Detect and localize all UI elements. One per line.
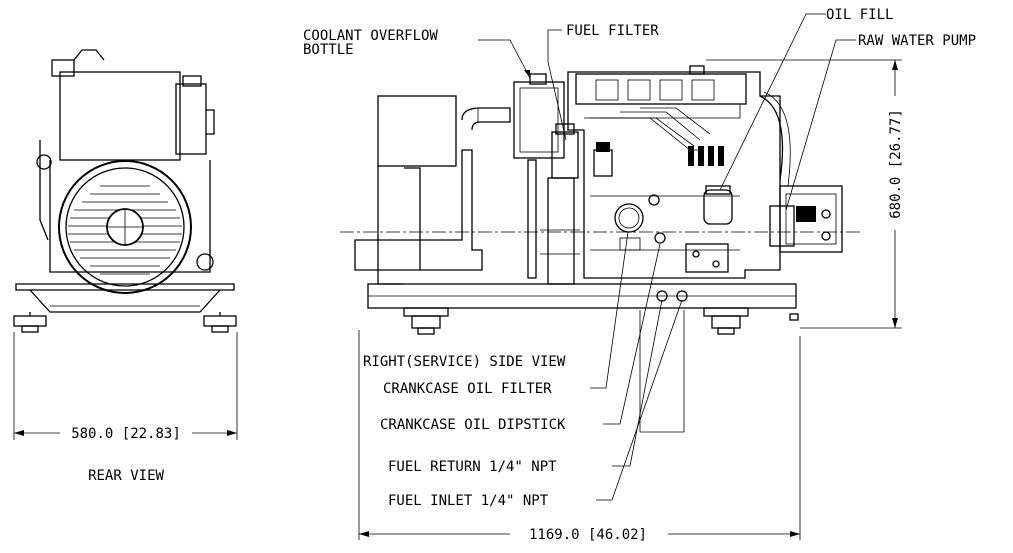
- coolant-overflow-label-line2: BOTTLE: [303, 42, 354, 58]
- raw-water-pump-label: RAW WATER PUMP: [858, 33, 976, 49]
- rear-width-dimension-label: 580.0 [22.83]: [71, 426, 181, 442]
- fuel-return-label: FUEL RETURN 1/4" NPT: [388, 459, 557, 475]
- rear-view-caption: REAR VIEW: [88, 468, 164, 484]
- rear-view-drawing: [13, 49, 238, 440]
- fuel-inlet-label: FUEL INLET 1/4" NPT: [388, 493, 549, 509]
- height-dimension-label: 680.0 [26.77]: [888, 109, 904, 219]
- fuel-filter-label: FUEL FILTER: [566, 23, 659, 39]
- oil-fill-label: OIL FILL: [826, 7, 893, 23]
- length-dimension: [358, 330, 801, 540]
- leader-lines: [478, 13, 856, 501]
- rear-width-dimension: [14, 430, 237, 436]
- crankcase-oil-dipstick-label: CRANKCASE OIL DIPSTICK: [380, 417, 566, 433]
- side-view-caption: RIGHT(SERVICE) SIDE VIEW: [363, 354, 566, 370]
- side-view-drawing: [340, 65, 860, 335]
- length-dimension-label: 1169.0 [46.02]: [529, 527, 647, 543]
- height-dimension: [706, 59, 902, 329]
- coolant-overflow-label-line1: COOLANT OVERFLOW: [303, 28, 438, 44]
- crankcase-oil-filter-label: CRANKCASE OIL FILTER: [383, 381, 552, 397]
